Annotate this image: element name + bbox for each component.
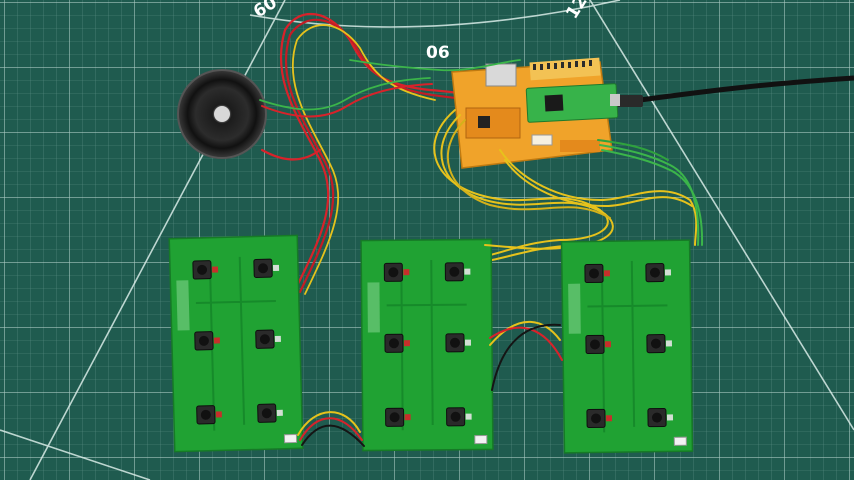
push-button <box>584 263 611 284</box>
push-button <box>255 329 281 349</box>
usb-plug <box>615 95 643 107</box>
push-button <box>446 407 472 427</box>
push-button <box>253 258 280 278</box>
signal-wire-bundles <box>349 59 704 261</box>
usb-cable <box>639 75 854 103</box>
inter-panel-wires <box>297 244 563 447</box>
sd-card-slot <box>485 63 517 87</box>
button-panels <box>168 234 694 454</box>
push-button <box>646 333 673 354</box>
push-button <box>194 331 220 351</box>
push-button <box>196 405 222 425</box>
push-button <box>383 262 410 282</box>
middle-panel <box>360 238 494 452</box>
push-button <box>645 263 672 283</box>
raspberry-pi-pico <box>525 83 620 123</box>
left-panel <box>168 234 304 453</box>
push-button <box>647 407 674 428</box>
push-button <box>257 403 283 423</box>
push-button <box>444 262 471 282</box>
push-button <box>585 334 612 355</box>
push-button <box>192 260 219 280</box>
push-button <box>586 408 613 429</box>
push-button <box>445 333 472 353</box>
push-button <box>384 333 411 353</box>
push-button <box>385 407 411 427</box>
speaker <box>177 69 267 159</box>
right-panel <box>560 239 694 454</box>
ruler-label: 06 <box>426 43 450 63</box>
